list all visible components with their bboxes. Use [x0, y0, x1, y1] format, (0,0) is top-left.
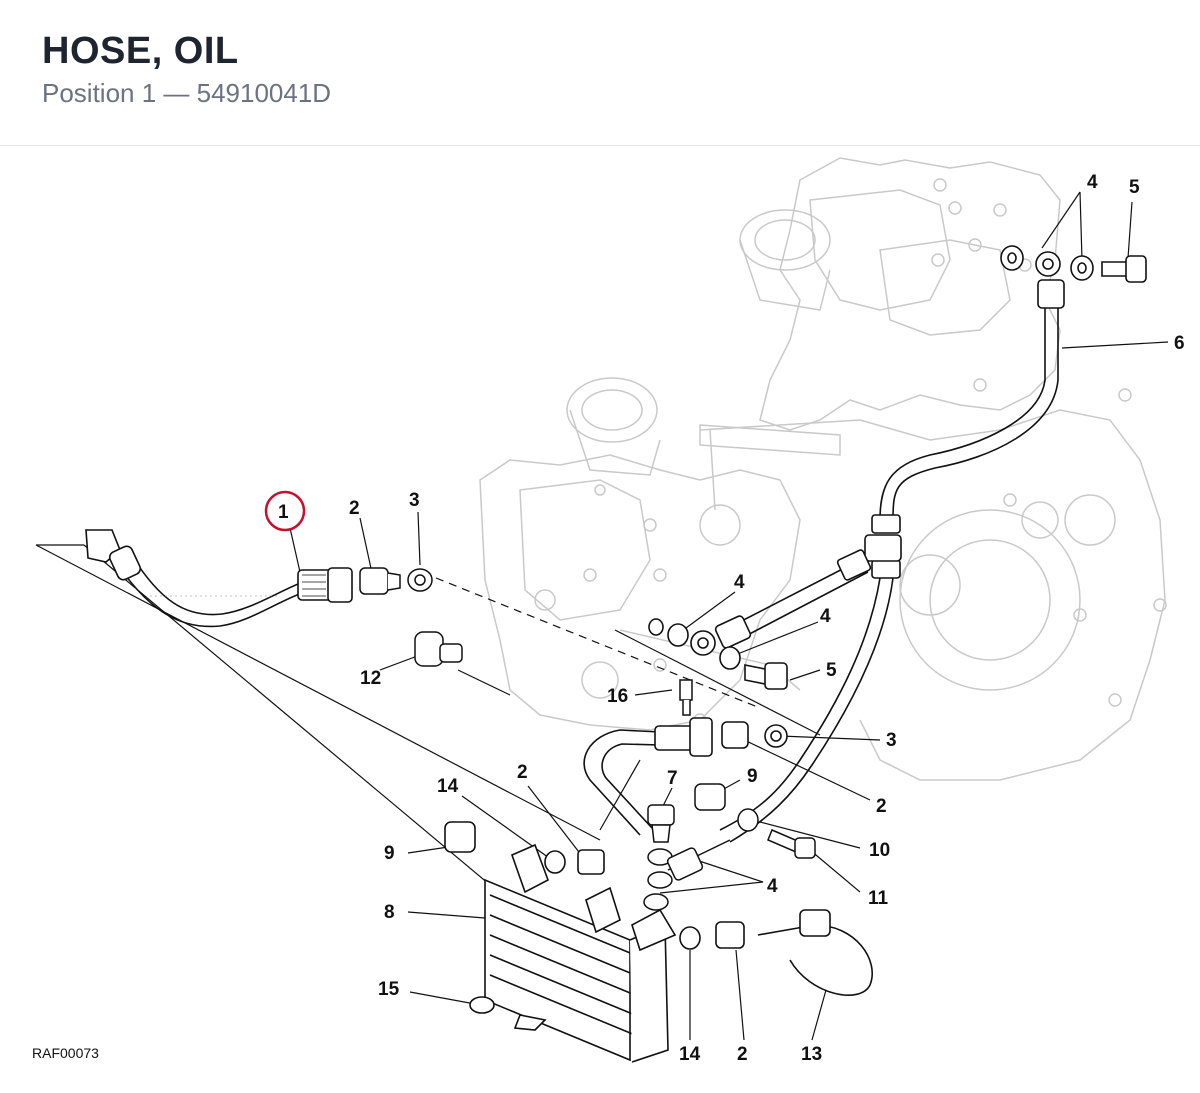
callout-9b[interactable]: 9	[384, 843, 395, 864]
callout-4a[interactable]: 4	[734, 572, 745, 593]
callout-2b[interactable]: 2	[876, 796, 887, 817]
callout-9a[interactable]: 9	[747, 766, 758, 787]
callout-11[interactable]: 11	[868, 888, 889, 909]
callout-4d[interactable]: 4	[1087, 172, 1098, 193]
callout-14b[interactable]: 14	[679, 1044, 701, 1065]
callout-2d[interactable]: 2	[737, 1044, 748, 1065]
callout-16[interactable]: 16	[607, 686, 628, 707]
part-subtitle: Position 1 — 54910041D	[42, 78, 332, 108]
callout-3a[interactable]: 3	[409, 490, 420, 511]
callout-5b[interactable]: 5	[1129, 177, 1140, 198]
callout-14a[interactable]: 14	[437, 776, 459, 797]
callout-labels: 1 2 3 12 16 4 4 5 3 2 7 9 10 11 4 14 2 9…	[264, 172, 1185, 1065]
callout-1[interactable]: 1	[278, 502, 289, 523]
callout-3b[interactable]: 3	[886, 730, 897, 751]
callout-8[interactable]: 8	[384, 902, 395, 923]
callout-13[interactable]: 13	[801, 1044, 822, 1065]
callout-15[interactable]: 15	[378, 979, 400, 1000]
callout-12[interactable]: 12	[360, 668, 381, 689]
callout-2a[interactable]: 2	[349, 498, 360, 519]
callout-4c[interactable]: 4	[767, 876, 778, 897]
oil-hose-part-1[interactable]	[85, 529, 353, 628]
oil-hose-lower	[583, 717, 788, 836]
callout-4b[interactable]: 4	[820, 606, 831, 627]
oil-cooler	[444, 821, 873, 1063]
page-header: HOSE, OIL Position 1 — 54910041D	[0, 0, 1200, 146]
callout-5a[interactable]: 5	[826, 660, 837, 681]
callout-7[interactable]: 7	[667, 768, 678, 789]
fittings-center	[643, 783, 816, 911]
oil-hose-6	[719, 245, 1147, 843]
fittings-top	[359, 567, 693, 716]
exploded-parts-diagram: 1 2 3 12 16 4 4 5 3 2 7 9 10 11 4 14 2 9…	[35, 157, 1185, 1065]
oil-hose-front	[648, 549, 872, 690]
engine-outline	[479, 157, 1167, 781]
leader-lines	[35, 191, 1169, 1041]
drawing-code: RAF00073	[32, 1045, 99, 1061]
highlight-ring	[264, 490, 306, 532]
part-title: HOSE, OIL	[42, 30, 239, 72]
callout-10[interactable]: 10	[869, 840, 890, 861]
callout-2c[interactable]: 2	[517, 762, 528, 783]
callout-6[interactable]: 6	[1174, 333, 1185, 354]
